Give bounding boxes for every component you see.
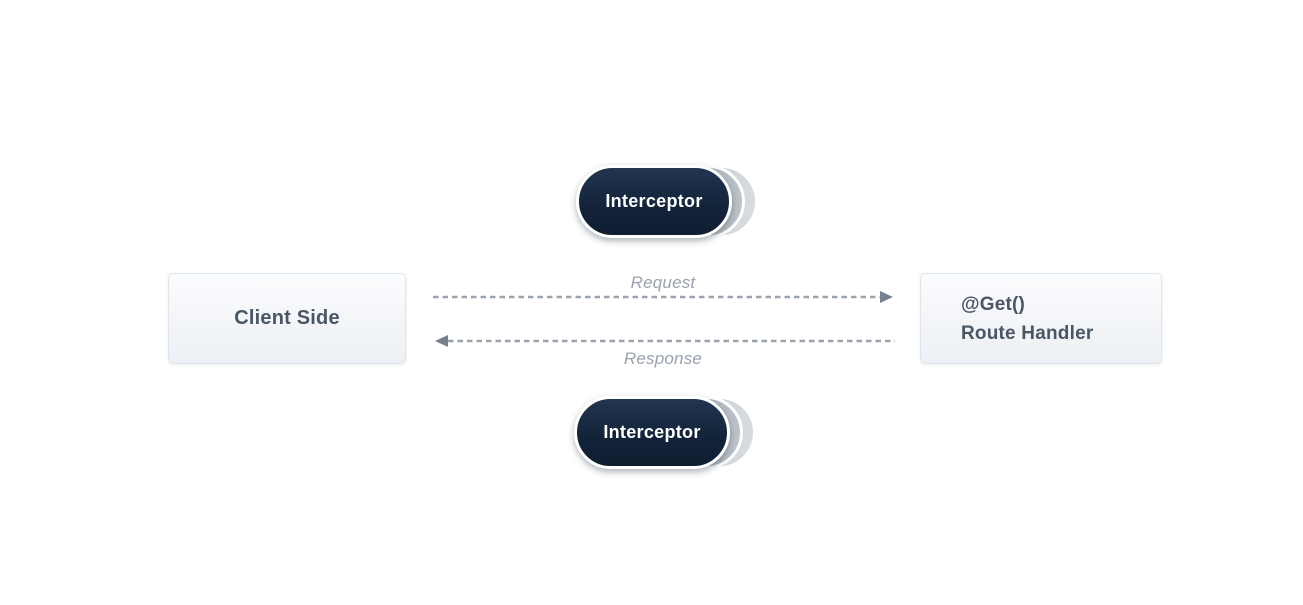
response-dashed-arrow-left-icon <box>435 335 895 347</box>
request-dashed-arrow-right-icon <box>433 291 893 303</box>
client-side-node: Client Side <box>168 273 406 364</box>
interceptor-top-pill: Interceptor <box>576 165 732 238</box>
client-side-label: Client Side <box>234 307 340 329</box>
interceptor-bottom-node: Interceptor <box>574 396 756 469</box>
request-label: Request <box>630 273 696 292</box>
interceptor-top-label: Interceptor <box>605 191 703 211</box>
route-handler-text: @Get() Route Handler <box>961 290 1093 348</box>
interceptor-bottom-pill: Interceptor <box>574 396 730 469</box>
route-handler-decorator-label: @Get() <box>961 293 1026 315</box>
route-handler-node: @Get() Route Handler <box>920 273 1162 364</box>
route-handler-label: Route Handler <box>961 322 1094 344</box>
interceptor-bottom-label: Interceptor <box>603 422 701 442</box>
interceptor-top-node: Interceptor <box>576 165 758 238</box>
response-label: Response <box>623 349 703 368</box>
